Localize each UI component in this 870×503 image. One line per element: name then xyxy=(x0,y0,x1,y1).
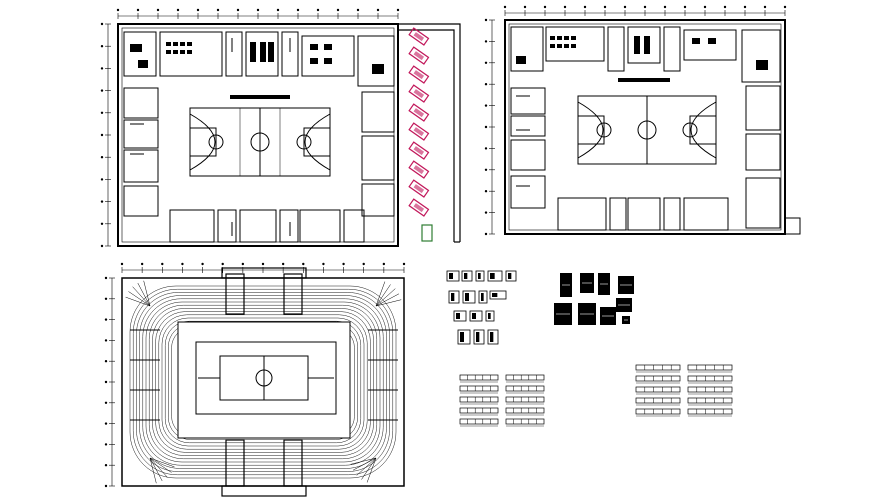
parking-bay xyxy=(408,160,430,179)
parking-bay xyxy=(408,65,430,84)
parking-bay xyxy=(408,84,430,103)
parking-bay xyxy=(408,46,430,65)
bottom-rooms xyxy=(557,197,729,231)
grid-axis-top xyxy=(116,8,400,19)
parking-bay xyxy=(408,198,430,217)
furniture-blocks xyxy=(516,36,768,70)
section-details-right xyxy=(635,364,733,417)
furniture-blocks xyxy=(130,42,384,74)
parking-bay xyxy=(408,27,430,46)
parking-bay xyxy=(408,103,430,122)
parking-bay xyxy=(408,141,430,160)
outer-wall xyxy=(117,23,399,247)
top-rooms xyxy=(510,26,781,83)
tiered-seating xyxy=(125,280,402,484)
outer-wall xyxy=(504,19,786,235)
grid-axis-left xyxy=(100,22,111,248)
detail-blocks-dark xyxy=(554,273,634,325)
vomitory-lines xyxy=(130,329,398,421)
top-rooms xyxy=(123,31,395,87)
circulation-arrows xyxy=(516,95,530,187)
basketball-court xyxy=(189,107,331,177)
ground-floor-plan xyxy=(100,8,461,248)
scoreboard-bar xyxy=(230,95,290,99)
seating-plan xyxy=(104,262,406,497)
bottom-rooms xyxy=(169,209,365,243)
corner-stair xyxy=(785,217,801,235)
detail-blocks-small xyxy=(446,270,517,345)
left-rooms xyxy=(123,87,159,217)
scoreboard-bar xyxy=(618,78,670,82)
grid-axis-top xyxy=(120,262,406,273)
right-rooms xyxy=(361,91,395,217)
basketball-court xyxy=(577,95,717,165)
grid-axis-left xyxy=(104,276,115,488)
section-details-left xyxy=(459,374,545,427)
parking-bay xyxy=(408,179,430,198)
inner-wall xyxy=(508,23,782,231)
entrance-blocks xyxy=(221,267,307,497)
central-court xyxy=(195,341,337,415)
planting-strip xyxy=(421,224,433,242)
parking-bays xyxy=(408,27,430,217)
upper-floor-plan xyxy=(484,5,801,236)
parking-bay xyxy=(408,122,430,141)
grid-axis-top xyxy=(503,5,787,16)
circulation-arrows xyxy=(130,38,291,236)
right-rooms xyxy=(745,85,781,229)
grid-axis-left xyxy=(484,18,495,236)
left-rooms xyxy=(510,87,546,209)
